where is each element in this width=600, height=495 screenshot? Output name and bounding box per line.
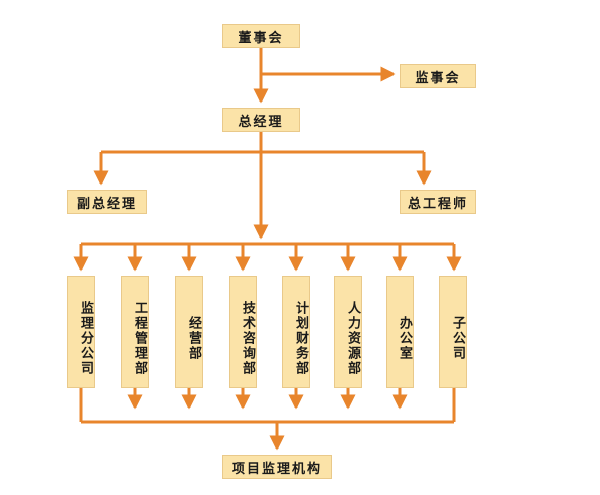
board-box: 董事会 xyxy=(222,24,300,48)
dept-box-supervision-branch: 监理分公司 xyxy=(67,276,95,388)
supervisory-board-box: 监事会 xyxy=(400,64,476,88)
dept-box-office: 办公室 xyxy=(386,276,414,388)
general-manager-box: 总经理 xyxy=(222,108,300,132)
dept-box-technical-consulting: 技术咨询部 xyxy=(229,276,257,388)
dept-box-planning-finance: 计划财务部 xyxy=(282,276,310,388)
project-supervision-box: 项目监理机构 xyxy=(222,455,332,479)
dept-box-human-resources: 人力资源部 xyxy=(334,276,362,388)
chief-engineer-box: 总工程师 xyxy=(400,190,476,214)
dept-box-subsidiary: 子公司 xyxy=(439,276,467,388)
vice-general-manager-box: 副总经理 xyxy=(67,190,147,214)
dept-box-operations: 经营部 xyxy=(175,276,203,388)
dept-box-engineering-management: 工程管理部 xyxy=(121,276,149,388)
